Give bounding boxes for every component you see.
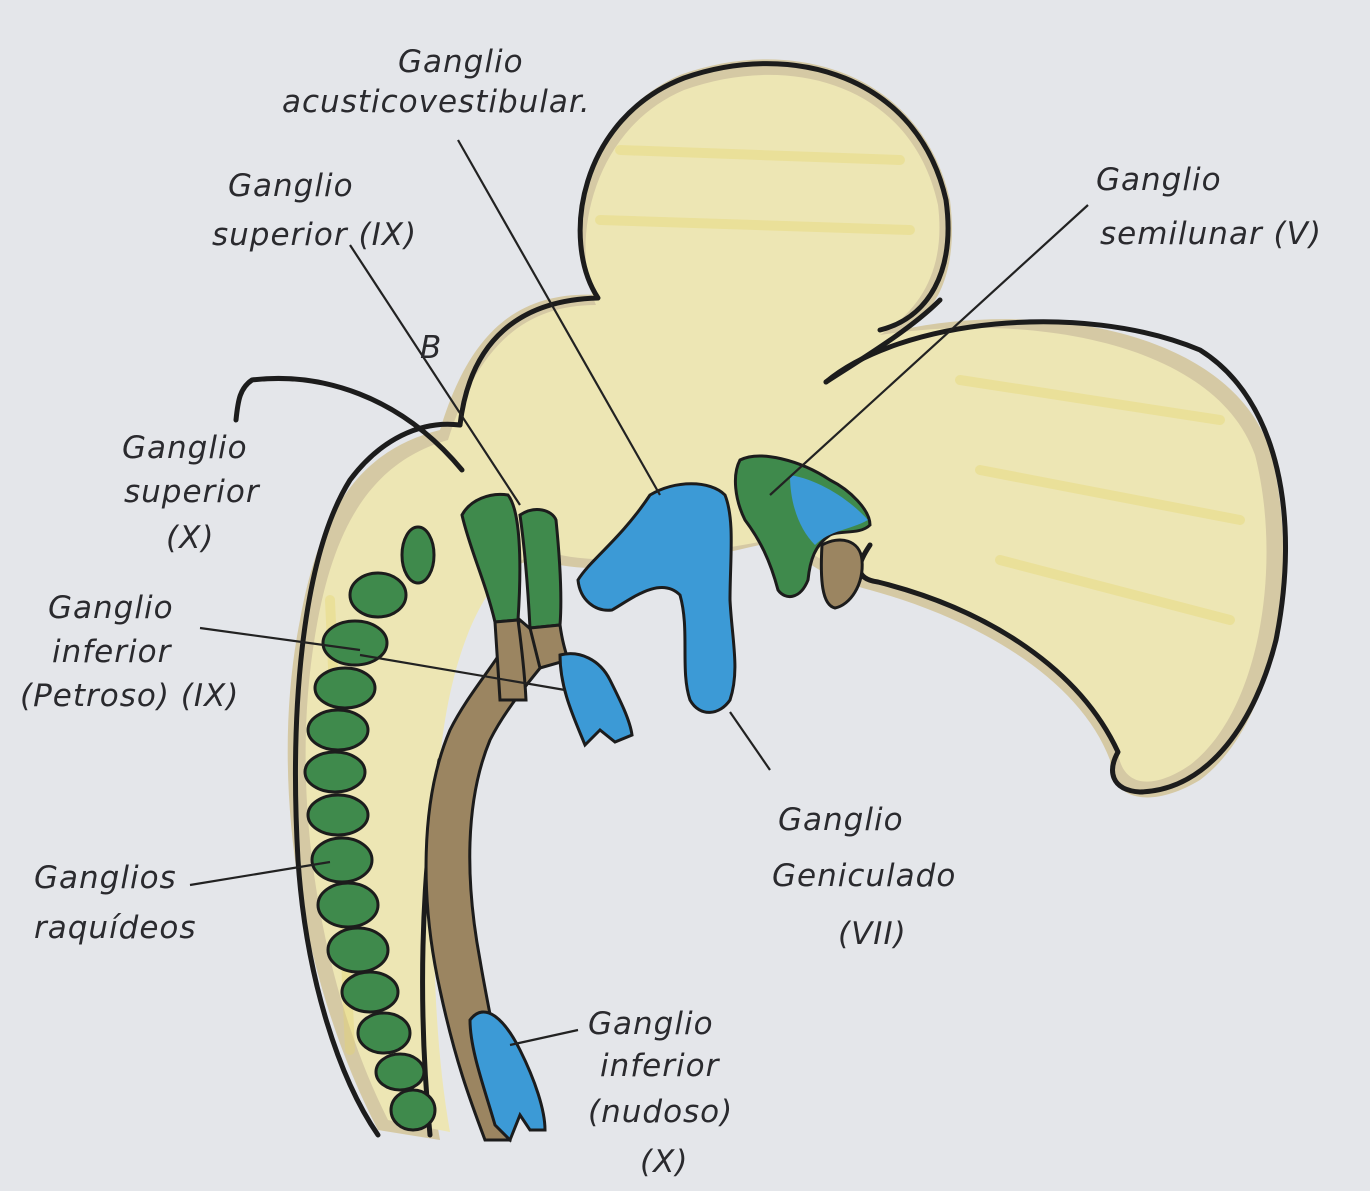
trigeminal-stalk (821, 540, 862, 608)
label-petroso-name: inferior (52, 634, 173, 670)
label-superior-x-num: (X) (166, 520, 214, 556)
leader-inferior-nudoso (510, 1030, 578, 1045)
label-nudoso-type: (nudoso) (588, 1094, 733, 1130)
spinal-ganglion (328, 928, 388, 972)
label-raquideos-title: Ganglios (34, 860, 177, 896)
label-petroso-title: Ganglio (48, 590, 174, 626)
spinal-ganglion (312, 838, 372, 882)
ganglion-superior-ix (520, 510, 561, 628)
label-nudoso-num: (X) (640, 1144, 688, 1180)
label-semilunar-title: Ganglio (1096, 162, 1222, 198)
spinal-ganglion (342, 972, 398, 1012)
ganglion-inferior-petroso (560, 654, 632, 745)
spinal-ganglion (350, 573, 406, 617)
label-acusticovestibular-name: acusticovestibular. (282, 84, 591, 120)
spinal-ganglion (305, 752, 365, 792)
label-acusticovestibular-title: Ganglio (398, 44, 524, 80)
label-marker-b: B (420, 330, 442, 366)
leader-geniculado (730, 712, 770, 770)
label-semilunar-name: semilunar (V) (1100, 216, 1322, 252)
label-superior-ix-name: superior (IX) (212, 217, 417, 253)
spinal-ganglion (318, 883, 378, 927)
label-superior-x-title: Ganglio (122, 430, 248, 466)
label-geniculado-num: (VII) (838, 916, 907, 952)
spinal-ganglion (308, 795, 368, 835)
spinal-ganglion (358, 1013, 410, 1053)
label-superior-x-name: superior (124, 474, 261, 510)
label-geniculado-name: Geniculado (772, 858, 956, 894)
spinal-ganglion (376, 1054, 424, 1090)
label-nudoso-title: Ganglio (588, 1006, 714, 1042)
spinal-ganglion (402, 527, 434, 583)
spinal-ganglion (308, 710, 368, 750)
spinal-ganglion (391, 1090, 435, 1130)
label-superior-ix-title: Ganglio (228, 168, 354, 204)
label-raquideos-name: raquídeos (34, 910, 197, 946)
label-geniculado-title: Ganglio (778, 802, 904, 838)
spinal-ganglion (315, 668, 375, 708)
label-nudoso-name: inferior (600, 1048, 721, 1084)
label-petroso-num: (Petroso) (IX) (20, 678, 239, 714)
